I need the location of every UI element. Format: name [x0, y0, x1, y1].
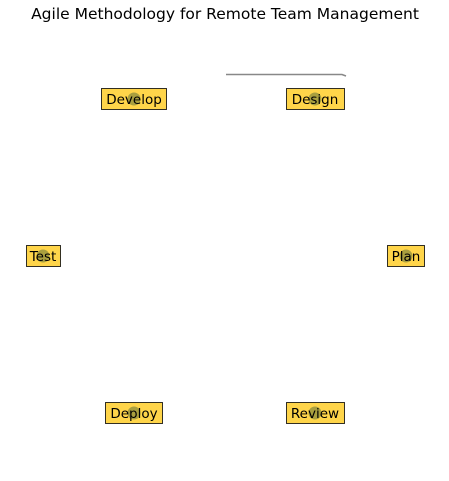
node-label: Review [291, 406, 339, 422]
node-review[interactable]: Review [286, 402, 345, 424]
node-label: Plan [392, 249, 421, 265]
node-marker [399, 249, 413, 263]
node-develop[interactable]: Develop [101, 88, 167, 110]
node-marker [36, 249, 50, 263]
node-label: Test [29, 249, 57, 265]
node-marker [127, 92, 141, 106]
node-design[interactable]: Design [286, 88, 345, 110]
node-marker [127, 406, 141, 420]
node-deploy[interactable]: Deploy [105, 402, 163, 424]
node-label: Design [292, 92, 339, 108]
node-marker [308, 92, 322, 106]
node-marker [308, 406, 322, 420]
diagram-title: Agile Methodology for Remote Team Manage… [31, 5, 419, 23]
node-label: Develop [106, 92, 162, 108]
node-test[interactable]: Test [26, 245, 61, 267]
node-label: Deploy [110, 406, 157, 422]
node-plan[interactable]: Plan [387, 245, 425, 267]
edge-design-plan [226, 73, 347, 77]
